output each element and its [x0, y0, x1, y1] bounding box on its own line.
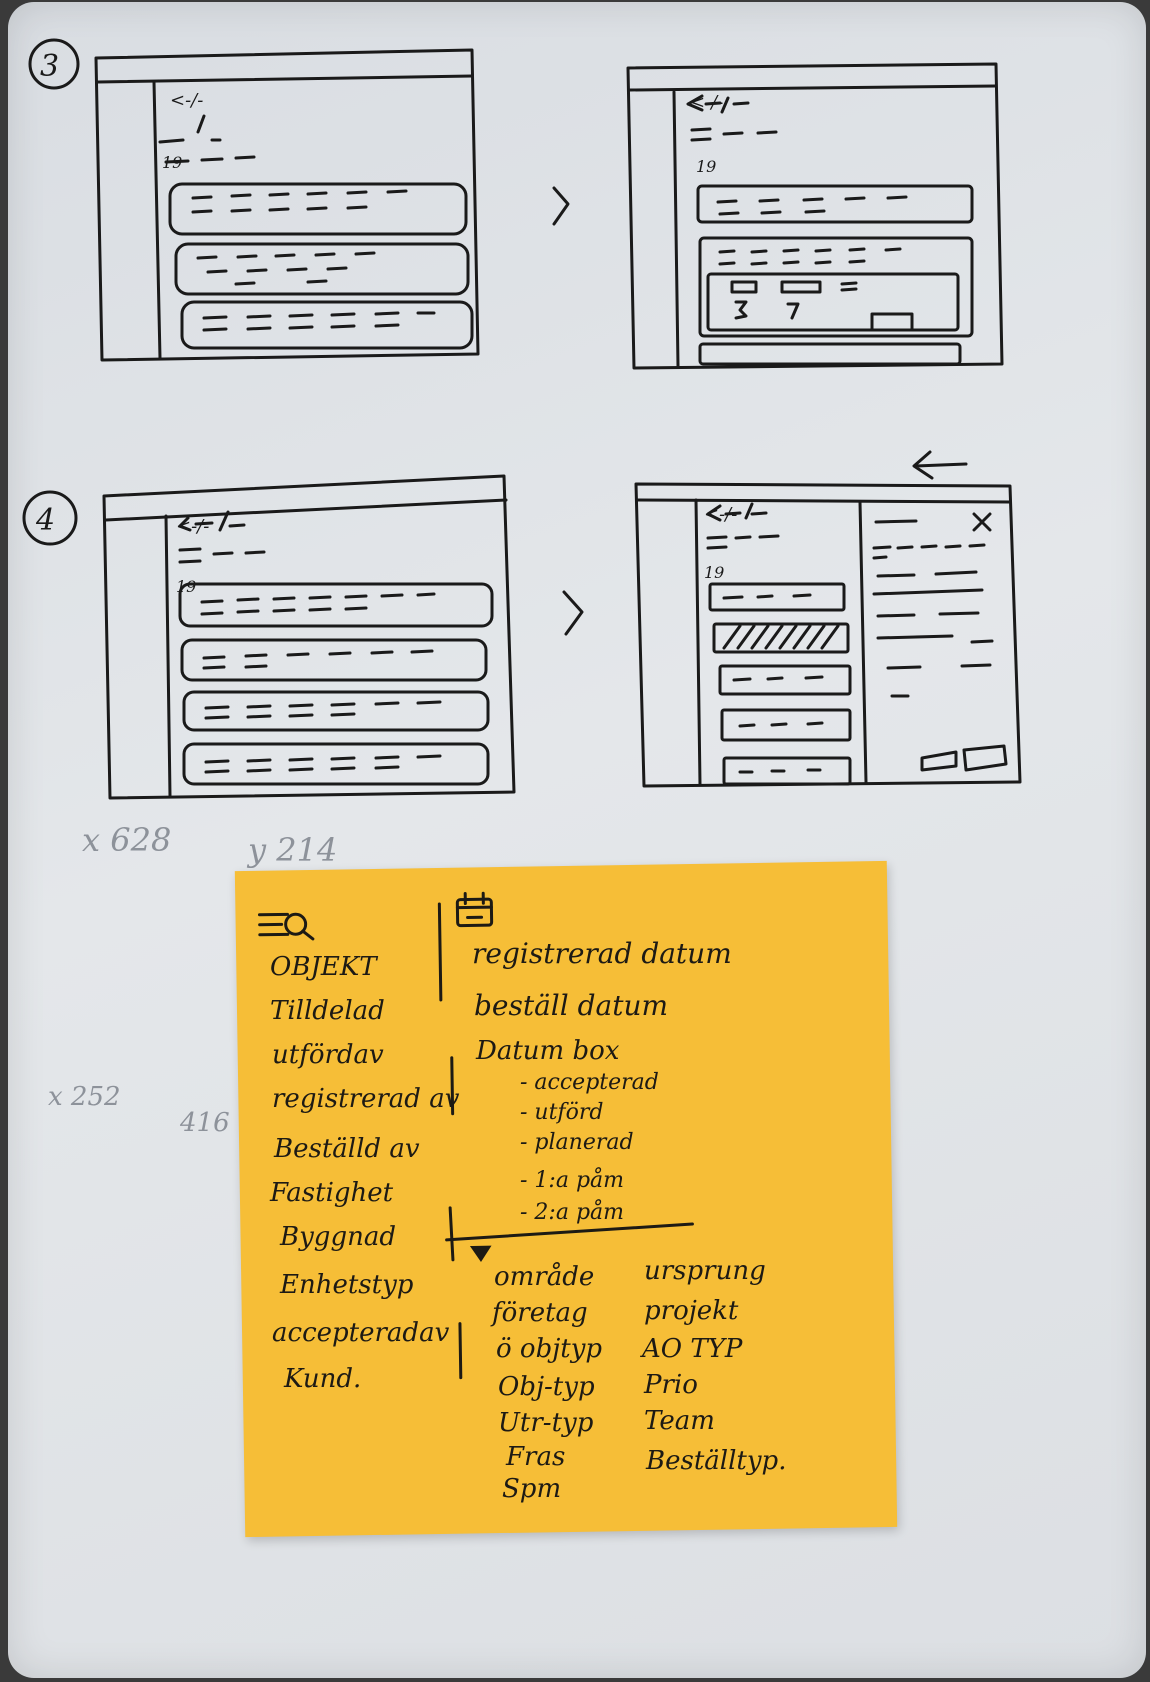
dropdown-field: företag — [492, 1298, 588, 1328]
date-box-item: - utförd — [520, 1100, 604, 1125]
dropdown-field: Utr-typ — [498, 1408, 594, 1438]
close-mark-label: × — [972, 508, 973, 509]
filter-field: OBJEKT — [270, 952, 377, 982]
dropdown-field: område — [494, 1262, 595, 1292]
coord-note-y2: 416 — [180, 1108, 230, 1138]
filter-field: Tilldelad — [270, 996, 385, 1026]
sketch-3b — [626, 62, 1004, 370]
count-3b: 19 — [696, 157, 716, 176]
arrow-right-row4 — [562, 590, 584, 636]
filter-field: Enhetstyp — [280, 1270, 414, 1300]
dropdown-field: projekt — [644, 1296, 739, 1326]
breadcrumb-3b: <-/- — [690, 92, 724, 113]
coord-note-y1: y 214 — [248, 831, 338, 869]
calendar-icon — [455, 891, 494, 928]
step-3-label: 3 — [40, 49, 59, 84]
filter-search-icon — [257, 912, 315, 941]
date-box-item: - 1:a påm — [520, 1168, 625, 1193]
dropdown-field: Team — [644, 1406, 715, 1436]
date-box-item: - accepterad — [520, 1070, 659, 1095]
sketch-4a — [102, 474, 516, 800]
arrow-right-label: > — [548, 182, 549, 183]
wireframe-sketches: 3 4 19 19 19 19 — [22, 38, 1022, 800]
sticky-note — [234, 860, 898, 1538]
breadcrumb-3a: <-/- — [170, 90, 204, 111]
date-field: beställ datum — [474, 989, 669, 1022]
count-3a: 19 — [162, 153, 182, 172]
coord-note-x1: x 628 — [82, 821, 172, 859]
date-box-item: - 2:a påm — [520, 1200, 625, 1225]
step-4-label: 4 — [35, 503, 55, 538]
dropdown-field: AO TYP — [642, 1334, 743, 1364]
back-arrow — [912, 450, 968, 480]
sketch-3a — [94, 48, 480, 362]
filter-field: registrerad av — [272, 1084, 460, 1114]
dropdown-field: ö objtyp — [496, 1334, 603, 1364]
sticky-strokes — [257, 891, 694, 1380]
arrow-right-row3 — [552, 186, 570, 226]
filter-field: Fastighet — [270, 1178, 394, 1208]
filter-field: Byggnad — [280, 1222, 396, 1252]
step-4-circle — [22, 490, 78, 546]
dropdown-field: Beställtyp. — [646, 1446, 787, 1476]
dropdown-field: Prio — [644, 1370, 698, 1400]
dropdown-field: Fras — [506, 1442, 566, 1472]
filter-field: accepteradav — [272, 1318, 450, 1348]
filter-field: Beställd av — [274, 1134, 420, 1164]
dropdown-field: Obj-typ — [498, 1372, 595, 1402]
breadcrumb-4b: <-/- — [704, 504, 738, 525]
notebook-photo: 3 4 19 19 19 19 x 628 y 214 x 252 416 — [8, 2, 1146, 1678]
date-field: Datum box — [476, 1036, 620, 1066]
count-4a: 19 — [176, 577, 196, 596]
count-4b: 19 — [704, 563, 724, 582]
step-3-circle — [28, 38, 80, 90]
date-box-item: - planerad — [520, 1130, 634, 1155]
filter-field: utfördav — [272, 1040, 384, 1070]
breadcrumb-4a: <-/- — [176, 516, 210, 537]
dropdown-field: ursprung — [644, 1256, 766, 1286]
date-field: registrerad datum — [472, 937, 732, 970]
dropdown-field: Spm — [502, 1474, 562, 1504]
sketch-4b — [634, 482, 1022, 788]
filter-field: Kund. — [284, 1364, 362, 1394]
coord-note-x2: x 252 — [48, 1082, 121, 1112]
